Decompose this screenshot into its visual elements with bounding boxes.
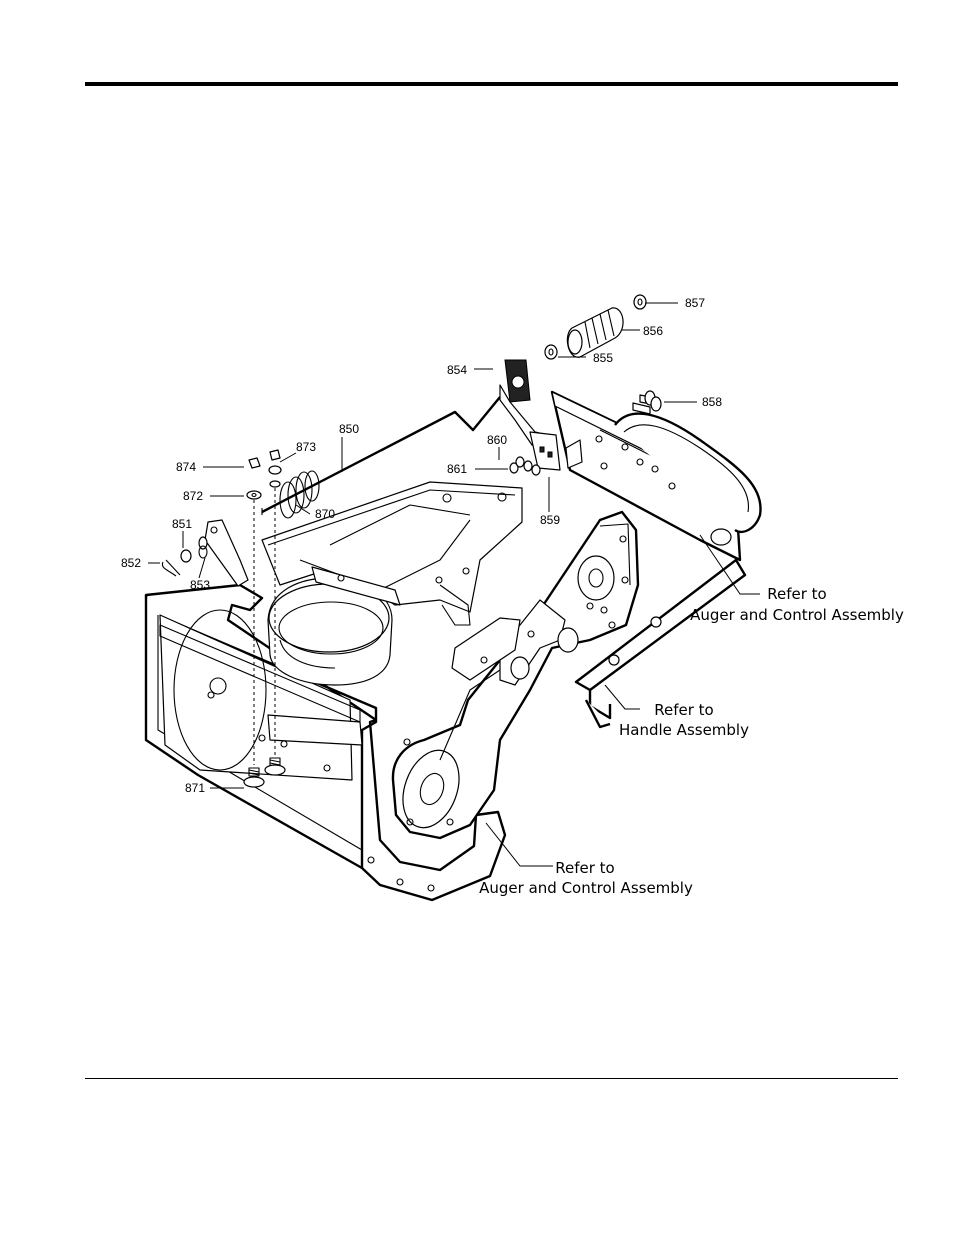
callout-874: 874 xyxy=(176,460,196,474)
crank-knob-856 xyxy=(545,295,646,359)
callout-858: 858 xyxy=(702,395,722,409)
callout-857: 857 xyxy=(685,296,705,310)
callout-871: 871 xyxy=(185,781,205,795)
ref-auger-control-right-line2: Auger and Control Assembly xyxy=(690,606,904,624)
callout-870: 870 xyxy=(315,507,335,521)
callout-853: 853 xyxy=(190,578,210,592)
bolts-858 xyxy=(633,391,661,414)
callout-856: 856 xyxy=(643,324,663,338)
callout-872: 872 xyxy=(183,489,203,503)
callout-860: 860 xyxy=(487,433,507,447)
bracket-854 xyxy=(500,360,560,470)
callout-873: 873 xyxy=(296,440,316,454)
ref-auger-control-bottom-line2: Auger and Control Assembly xyxy=(479,879,693,897)
callout-855: 855 xyxy=(593,351,613,365)
ref-handle-line2: Handle Assembly xyxy=(619,721,749,739)
hardware-851-853 xyxy=(162,537,207,576)
callout-854: 854 xyxy=(447,363,467,377)
callout-859: 859 xyxy=(540,513,560,527)
callout-861: 861 xyxy=(447,462,467,476)
callout-851: 851 xyxy=(172,517,192,531)
ref-handle-line1: Refer to xyxy=(654,701,713,719)
ref-auger-control-right-line1: Refer to xyxy=(767,585,826,603)
callout-850: 850 xyxy=(339,422,359,436)
hardware-860-861 xyxy=(510,457,540,475)
ref-auger-control-bottom-line1: Refer to xyxy=(555,859,614,877)
callout-852: 852 xyxy=(121,556,141,570)
